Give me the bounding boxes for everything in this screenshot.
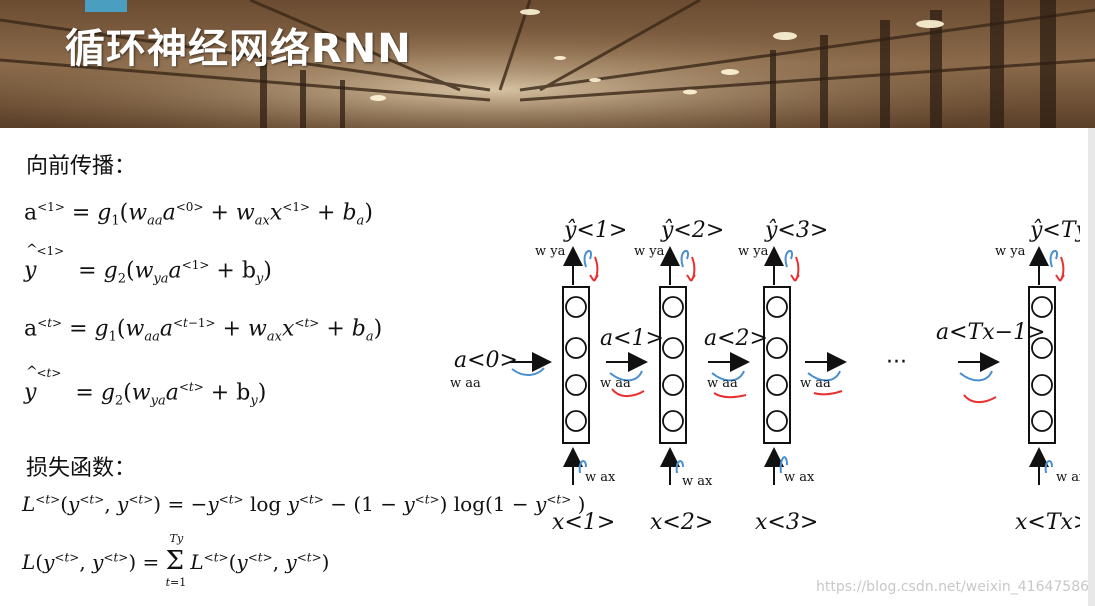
weight-aa-1: w aa xyxy=(600,376,631,391)
red-arrow-heads xyxy=(589,274,1065,282)
rnn-cell-1 xyxy=(562,286,590,444)
output-labels: ŷ<1> ŷ<2> ŷ<3> ŷ<Ty> xyxy=(563,218,1080,243)
input-label-tx: x<Tx> xyxy=(1015,510,1080,535)
equation-loss-t: L<t>(y<t>, y<t>) = −y<t> log y<t> − (1 −… xyxy=(22,492,586,516)
input-arrows xyxy=(563,447,1049,485)
weight-ax-3: w ax xyxy=(784,470,815,485)
weight-ya-2: w ya xyxy=(634,244,665,259)
activation-label-tx-1: a<Tx−1> xyxy=(936,320,1046,345)
corridor-background xyxy=(0,0,1095,128)
forward-propagation-label: 向前传播： xyxy=(26,154,137,179)
input-label-3: x<3> xyxy=(755,510,818,535)
weight-aa-0: w aa xyxy=(450,376,481,391)
weight-ya-3: w ya xyxy=(738,244,769,259)
activation-labels: a<0> a<1> a<2> a<Tx−1> xyxy=(454,320,1046,373)
activation-label-0: a<0> xyxy=(454,348,518,373)
weight-ax-tx: w ax xyxy=(1056,470,1080,485)
rnn-cell-2 xyxy=(659,286,687,444)
slide-title: 循环神经网络RNN xyxy=(65,26,412,72)
input-label-1: x<1> xyxy=(552,510,615,535)
output-label-3: ŷ<3> xyxy=(764,218,828,243)
weight-ax-1: w ax xyxy=(585,470,616,485)
rnn-cell-tx xyxy=(1028,286,1056,444)
input-labels: x<1> x<2> x<3> x<Tx> xyxy=(552,510,1080,535)
right-edge-bar xyxy=(1088,128,1095,606)
output-arrows xyxy=(563,246,1049,285)
weight-aa-2: w aa xyxy=(707,376,738,391)
rnn-diagram: ŷ<1> ŷ<2> ŷ<3> ŷ<Ty> x<1> x<2> x<3> x<Tx… xyxy=(450,218,1080,535)
input-label-2: x<2> xyxy=(650,510,713,535)
loss-function-label: 损失函数： xyxy=(26,456,137,481)
output-label-2: ŷ<2> xyxy=(660,218,724,243)
activation-label-1: a<1> xyxy=(600,326,664,351)
equation-a1: a<1> = g1(waaa<0> + waxx<1> + ba) xyxy=(24,200,373,229)
blue-gradient-arrows xyxy=(511,249,1059,474)
weight-ya-1: w ya xyxy=(535,244,566,259)
weight-ax-2: w ax xyxy=(682,474,713,489)
header-banner: 循环神经网络RNN xyxy=(0,0,1095,128)
activation-label-2: a<2> xyxy=(704,326,768,351)
weight-aa-3: w aa xyxy=(800,376,831,391)
watermark: https://blog.csdn.net/weixin_41647586 xyxy=(816,579,1090,595)
ellipsis: ··· xyxy=(886,350,907,375)
weight-ya-ty: w ya xyxy=(995,244,1026,259)
rnn-cell-3 xyxy=(763,286,791,444)
header-accent-bar xyxy=(85,0,127,12)
equation-at: a<t> = g1(waaa<t−1> + waxx<t> + ba) xyxy=(24,316,383,345)
equation-yhat1: ^y<1> = g2(wyaa<1> + by) xyxy=(24,242,272,287)
equation-yhatt: ^y<t> = g2(wyaa<t> + by) xyxy=(24,364,267,409)
weight-labels: w ya w ya w ya w ya w aa w aa w aa w aa … xyxy=(450,244,1080,489)
output-label-ty: ŷ<Ty> xyxy=(1029,218,1080,243)
output-label-1: ŷ<1> xyxy=(563,218,627,243)
